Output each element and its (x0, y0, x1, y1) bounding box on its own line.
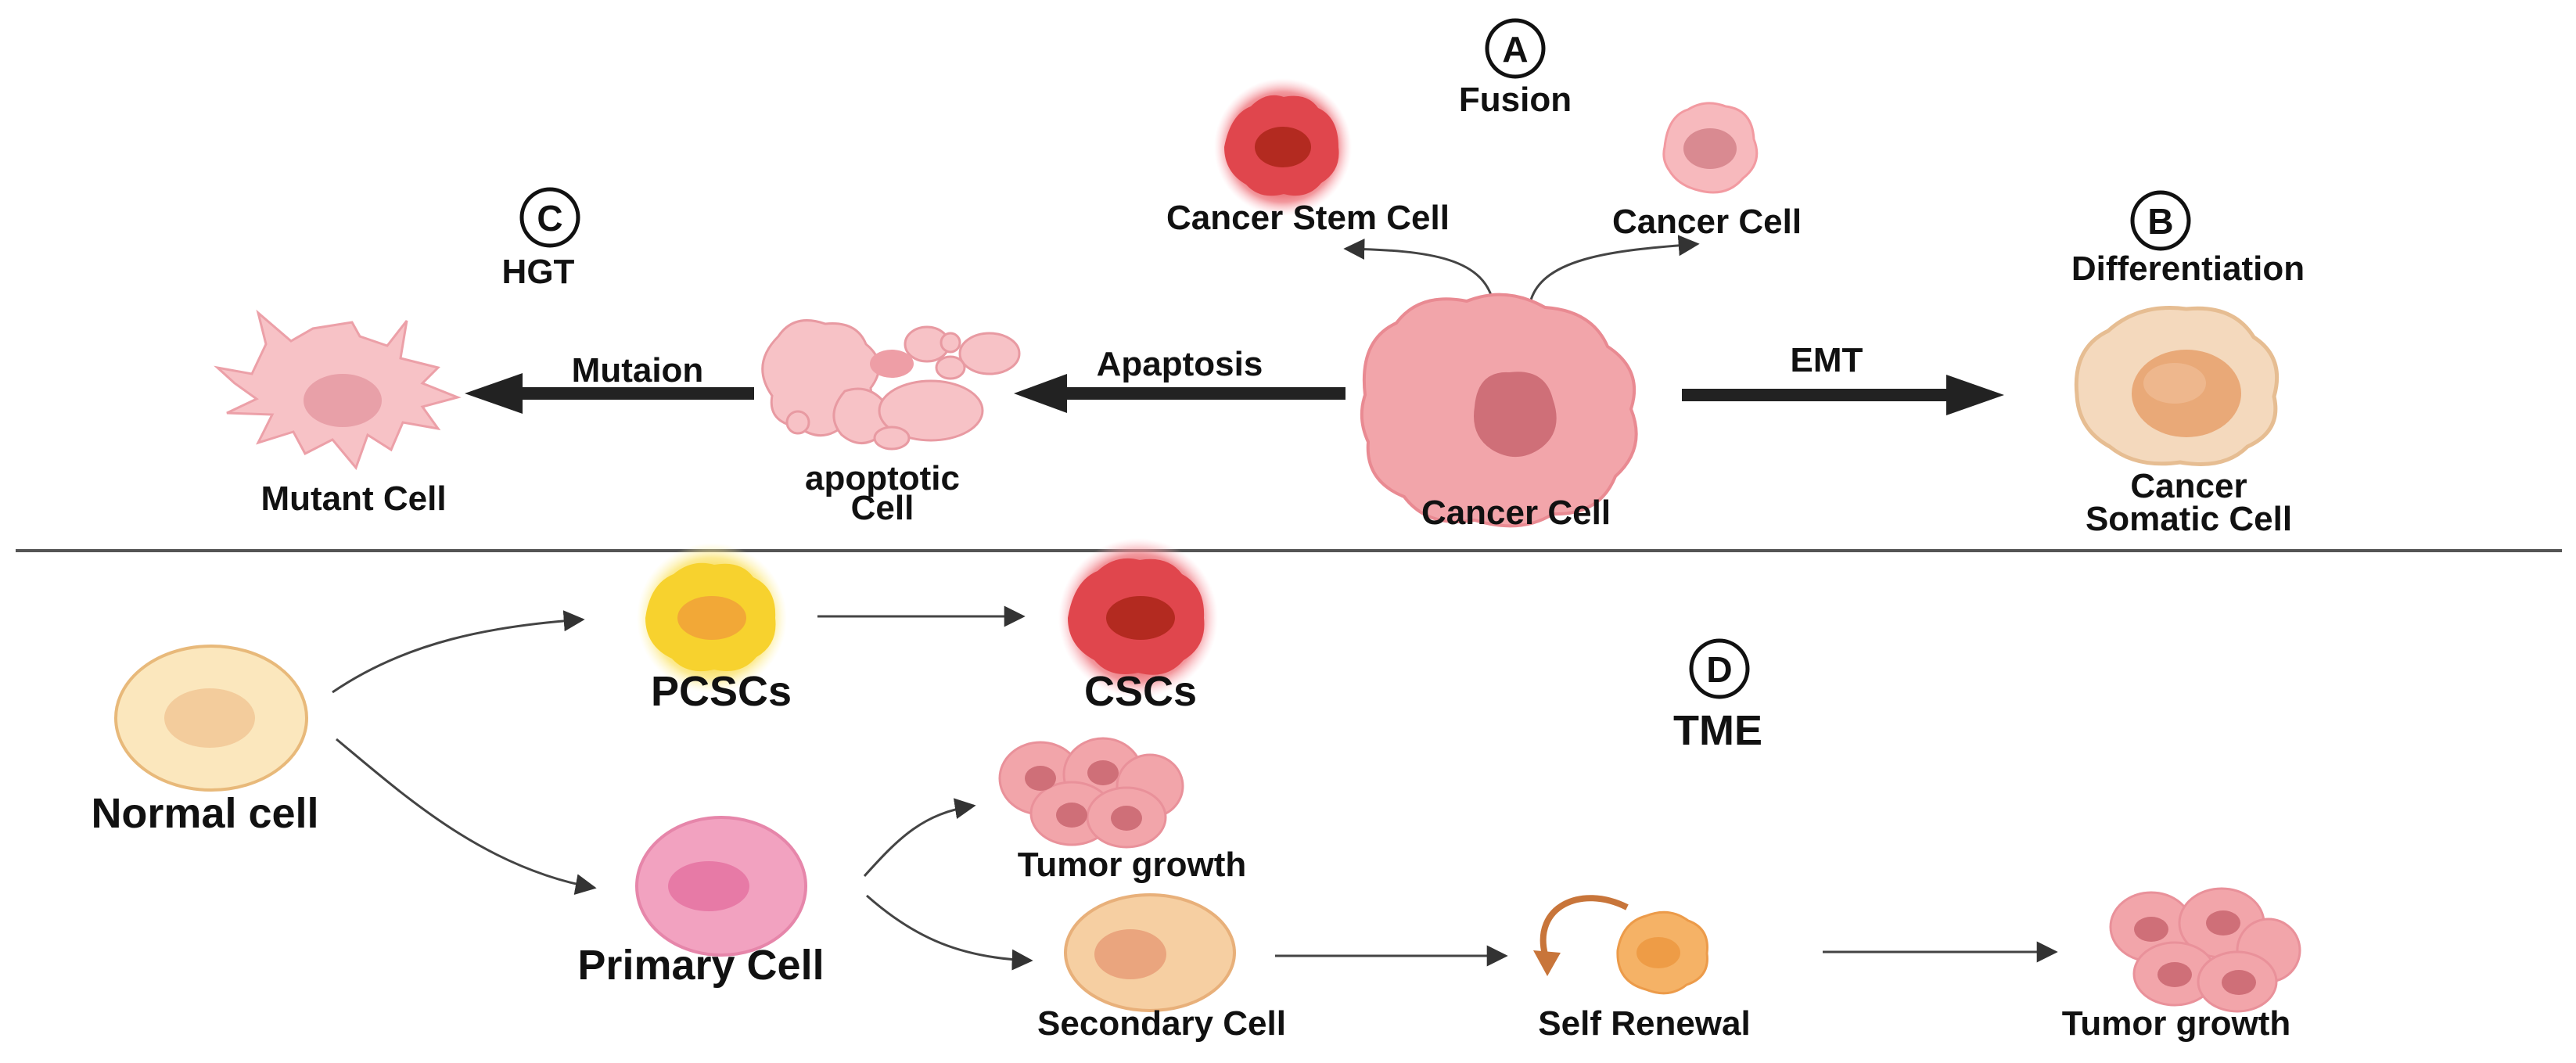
section-c-title: HGT (502, 253, 575, 291)
cscs-label: CSCs (1084, 668, 1197, 715)
arrow-to-cancer-stem-cell (1343, 238, 1496, 307)
self-renewal-cycle-arrow (1539, 895, 1629, 955)
apoptotic-bleb (958, 332, 1021, 375)
tumor-growth-cluster-2-nuclei (2134, 910, 2256, 995)
primary-cell-label: Primary Cell (577, 942, 824, 989)
apoptotic-bleb (935, 355, 966, 380)
mutant-cell (214, 309, 462, 470)
arrow-normal-to-pcscs (332, 610, 585, 694)
cancer-stem-cell-nucleus (1255, 127, 1311, 167)
arrow-to-cancer-cell-small (1528, 235, 1700, 307)
cancer-cell-center-nucleus (1474, 372, 1557, 458)
tumor-growth-1-label: Tumor growth (1018, 846, 1246, 884)
cancer-somatic-cell-label-line2: Somatic Cell (2086, 500, 2292, 538)
mutation-arrow-shaft (521, 387, 754, 400)
tumor-nucleus (2134, 917, 2168, 942)
emt-arrow-shaft (1682, 389, 1948, 401)
cancer-stem-cell-label: Cancer Stem Cell (1166, 199, 1450, 237)
tumor-growth-2-label: Tumor growth (2062, 1004, 2290, 1043)
cancer-somatic-cell-highlight (2143, 363, 2206, 404)
cancer-somatic-cell (2074, 306, 2280, 466)
pcscs-cell (637, 543, 787, 693)
apoptotic-bleb (785, 410, 810, 435)
pcscs-label: PCSCs (651, 668, 792, 715)
tumor-nucleus (1087, 760, 1119, 785)
cscs-nucleus (1106, 596, 1175, 640)
section-d-letter: D (1706, 649, 1732, 690)
tumor-nucleus (1111, 806, 1142, 831)
secondary-cell-label: Secondary Cell (1037, 1004, 1286, 1043)
mutation-arrow (465, 373, 754, 414)
cancer-cell-small-label: Cancer Cell (1612, 203, 1802, 241)
tumor-nucleus (2222, 970, 2256, 995)
section-c-header: C HGT (502, 187, 580, 291)
apoptotic-bleb (873, 426, 911, 451)
mutant-cell-label: Mutant Cell (260, 479, 446, 518)
secondary-cell (1064, 893, 1236, 1012)
mutation-label: Mutaion (572, 351, 704, 390)
section-b-letter: B (2147, 201, 2173, 242)
section-b-title: Differentiation (2071, 250, 2305, 288)
secondary-cell-nucleus (1094, 929, 1166, 979)
normal-cell (114, 645, 308, 792)
self-renewal-cycle-arrowhead (1533, 950, 1561, 976)
section-b-circle-icon (2130, 190, 2191, 251)
mutation-arrow-head (465, 373, 523, 414)
mutant-cell-nucleus (304, 374, 382, 427)
cancer-cell-small-nucleus (1683, 128, 1737, 169)
apoptotic-bleb (940, 332, 961, 354)
primary-cell-nucleus (668, 861, 749, 911)
apoptosis-label: Apaptosis (1097, 345, 1263, 383)
section-d-header: D TME (1673, 638, 1762, 754)
pcscs-nucleus (677, 596, 746, 640)
apoptotic-cell (761, 319, 1021, 451)
cancer-cell-center (1360, 293, 1638, 528)
cscs-cell (1058, 538, 1218, 698)
primary-cell (635, 816, 807, 957)
apoptotic-cell-label-line2: Cell (851, 489, 914, 527)
section-c-circle-icon (519, 187, 580, 248)
tumor-growth-cluster-1 (998, 737, 1184, 849)
tumor-growth-cluster-2 (2109, 887, 2301, 1013)
arrow-primary-to-tumor-growth (863, 798, 976, 878)
self-renewal-label: Self Renewal (1538, 1004, 1750, 1043)
tumor-growth-cluster-1-nuclei (1025, 760, 1142, 831)
tumor-nucleus (1056, 803, 1087, 828)
self-renewal-cell-nucleus (1636, 937, 1680, 968)
section-a-circle-icon (1485, 18, 1546, 79)
arrow-normal-to-primary (336, 738, 597, 896)
apoptosis-arrow (1014, 374, 1345, 413)
section-c-letter: C (537, 198, 562, 239)
apoptotic-bleb (878, 379, 984, 442)
emt-arrow-head (1946, 375, 2004, 415)
cancer-stem-cell (1214, 78, 1352, 216)
apoptotic-cell-label-line1: apoptotic (805, 459, 960, 497)
apoptotic-nucleus-fragment (870, 350, 914, 378)
emt-arrow (1682, 375, 2004, 415)
section-a-title: Fusion (1459, 81, 1572, 119)
cancer-somatic-cell-label-line1: Cancer (2130, 467, 2247, 505)
section-d-circle-icon (1689, 638, 1750, 699)
section-a-header: A Fusion (1459, 18, 1572, 119)
section-b-header: B Differentiation (2071, 190, 2305, 288)
apoptosis-arrow-head (1014, 374, 1067, 413)
tumor-nucleus (2206, 910, 2240, 936)
tumor-nucleus (2157, 962, 2192, 987)
self-renewal-cell (1533, 895, 1708, 995)
cancer-cell-center-label: Cancer Cell (1421, 494, 1611, 532)
section-a-letter: A (1502, 29, 1528, 70)
tumor-nucleus (1025, 766, 1056, 791)
normal-cell-nucleus (164, 688, 255, 748)
emt-label: EMT (1791, 341, 1863, 379)
arrow-primary-to-secondary (866, 894, 1033, 971)
normal-cell-label: Normal cell (91, 790, 318, 837)
cancer-cell-small (1662, 102, 1759, 194)
section-d-title: TME (1673, 707, 1762, 754)
apoptosis-arrow-shaft (1064, 387, 1345, 400)
